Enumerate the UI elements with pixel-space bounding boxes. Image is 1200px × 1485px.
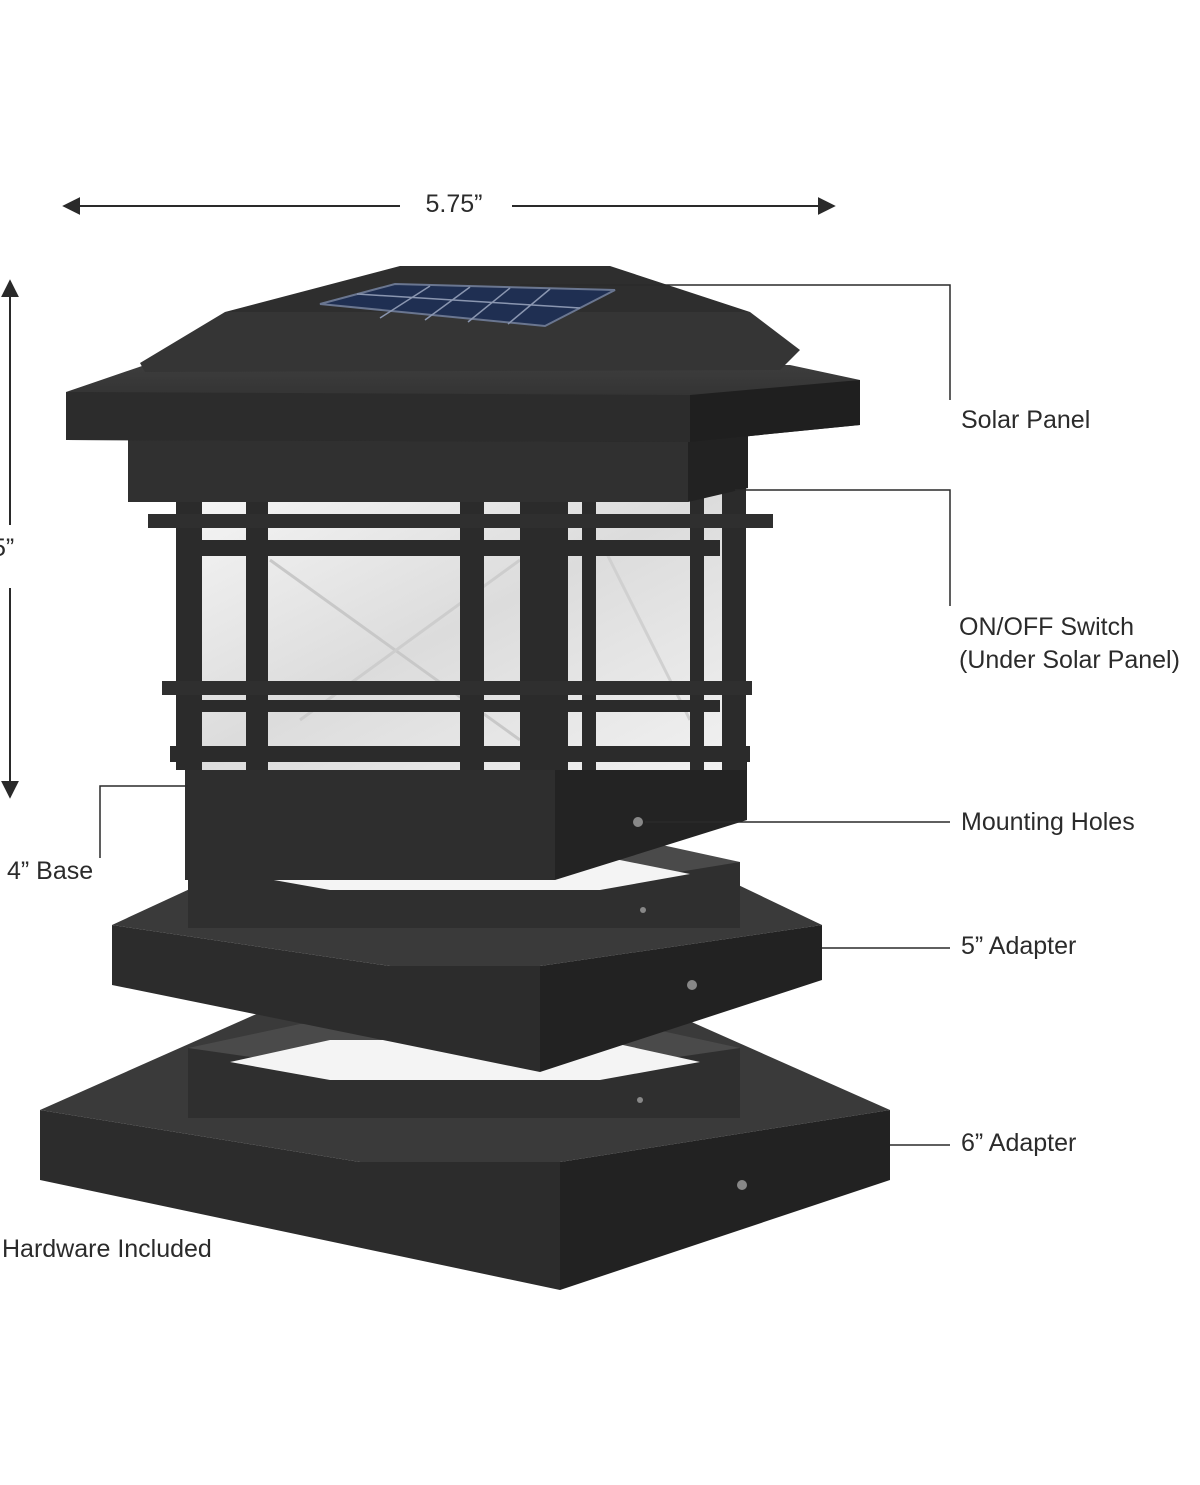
adapter-6-label: 6” Adapter [961,1129,1077,1157]
switch-label: ON/OFF Switch (Under Solar Panel) [959,611,1180,677]
switch-label-line2: (Under Solar Panel) [959,646,1180,674]
mounting-hole-5a [687,980,697,990]
height-dimension-label: 5” [0,534,15,562]
solar-panel [319,282,616,328]
switch-label-line1: ON/OFF Switch [959,613,1135,641]
mounting-hole-6a [737,1180,747,1190]
base-label: 4” Base [7,857,94,885]
leader-solar-panel [520,284,951,400]
solar-panel-label: Solar Panel [961,406,1091,434]
lantern-body [148,480,773,770]
mounting-holes-label: Mounting Holes [961,808,1135,836]
mounting-hole-base [633,817,643,827]
adapter-5-label: 5” Adapter [961,932,1077,960]
width-dimension-label: 5.75” [404,188,504,220]
leader-base [99,785,188,858]
leader-lines [99,284,951,1146]
leader-switch [735,489,951,606]
hardware-label: Hardware Included [2,1235,212,1263]
